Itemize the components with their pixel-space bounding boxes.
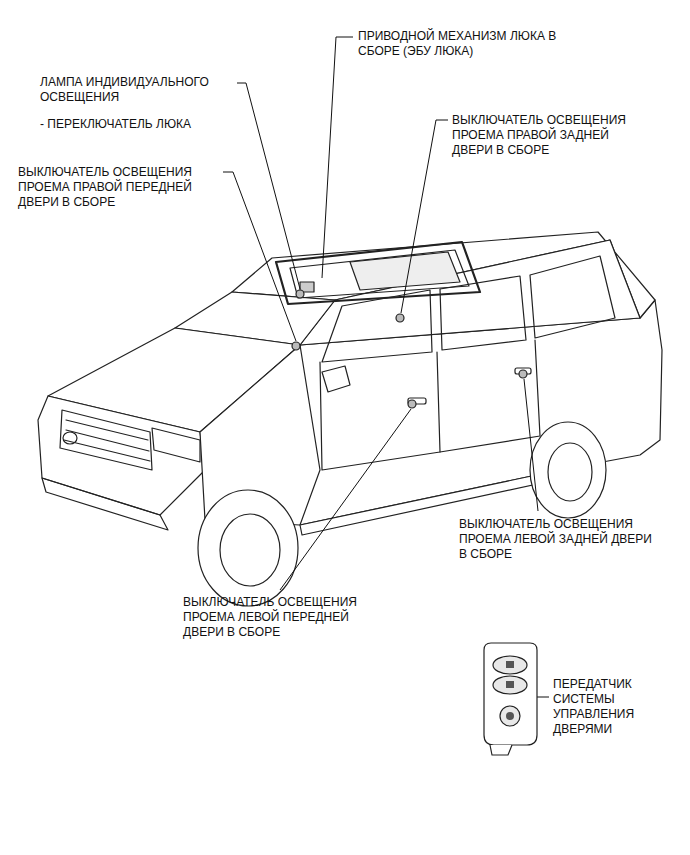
sunroof-glass (350, 252, 460, 290)
rear-wheel (530, 422, 606, 518)
front-wheel (198, 490, 298, 606)
leader-line (237, 83, 300, 289)
sunroof-rail (290, 250, 469, 298)
part-label: ПЕРЕДАТЧИК СИСТЕМЫ УПРАВЛЕНИЯ ДВЕРЯМИ (553, 677, 658, 737)
unlock-button (493, 676, 527, 694)
leader-line (322, 37, 353, 278)
front-rim (220, 514, 280, 586)
panic-icon (506, 712, 514, 720)
door-switch (519, 370, 527, 378)
mirror (322, 366, 350, 392)
sunroof-frame (276, 242, 480, 304)
rear-rim (548, 443, 592, 501)
part-label: ВЫКЛЮЧАТЕЛЬ ОСВЕЩЕНИЯ ПРОЕМА ПРАВОЙ ПЕРЕ… (18, 165, 223, 210)
leader-line (401, 120, 448, 313)
part-label: ВЫКЛЮЧАТЕЛЬ ОСВЕЩЕНИЯ ПРОЕМА ЛЕВОЙ ПЕРЕД… (183, 595, 388, 640)
bumper (42, 478, 168, 530)
key-blade (490, 745, 512, 755)
door-switch (408, 400, 416, 408)
part-label: ЛАМПА ИНДИВИДУАЛЬНОГО ОСВЕЩЕНИЯ (40, 75, 235, 105)
leader-line (524, 379, 538, 511)
headlight (152, 428, 200, 462)
door-switch (396, 314, 404, 322)
part-label: ВЫКЛЮЧАТЕЛЬ ОСВЕЩЕНИЯ ПРОЕМА ЛЕВОЙ ЗАДНЕ… (459, 517, 659, 562)
rear-door (440, 340, 540, 452)
personal-lamp (296, 290, 304, 298)
panic-button (500, 706, 520, 726)
part-label: - ПЕРЕКЛЮЧАТЕЛЬ ЛЮКА (40, 117, 240, 132)
lock-icon (506, 661, 514, 668)
leader-line (280, 409, 411, 590)
part-label: ПРИВОДНОЙ МЕХАНИЗМ ЛЮКА В СБОРЕ (ЭБУ ЛЮК… (358, 29, 588, 59)
leader-line (223, 172, 296, 341)
quarter-window (530, 256, 615, 338)
emblem (63, 432, 77, 444)
grille-bars (64, 420, 150, 461)
part-label: ВЫКЛЮЧАТЕЛЬ ОСВЕЩЕНИЯ ПРОЕМА ПРАВОЙ ЗАДН… (452, 113, 652, 158)
unlock-icon (506, 681, 514, 688)
grille (60, 410, 152, 470)
door-switch (292, 342, 300, 350)
lock-button (493, 656, 527, 674)
key-fob (484, 643, 537, 745)
